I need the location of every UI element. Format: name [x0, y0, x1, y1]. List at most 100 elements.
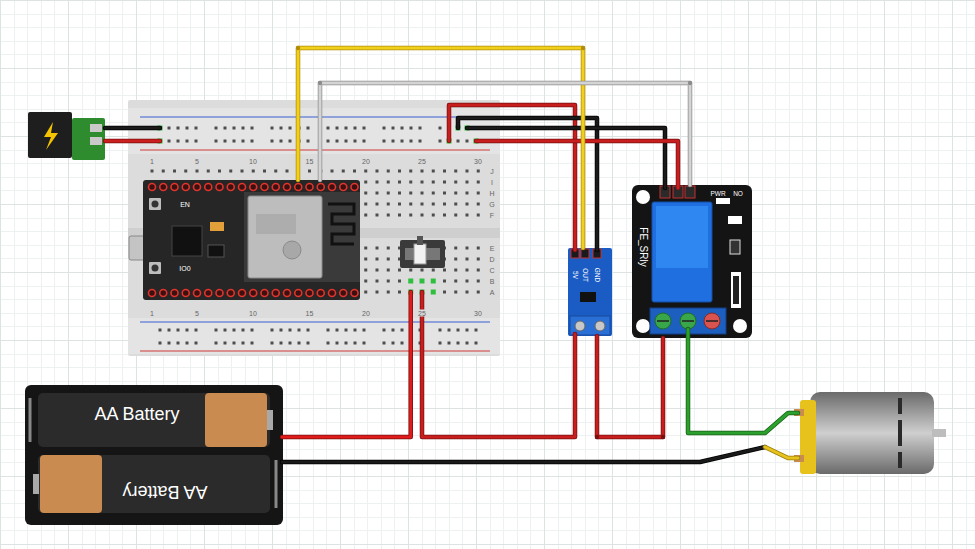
hole	[345, 329, 348, 332]
pin	[182, 290, 189, 297]
row-letter: C	[488, 267, 495, 274]
hole	[477, 192, 480, 195]
hole	[280, 329, 283, 332]
wire-outline	[105, 126, 160, 131]
hole	[251, 127, 254, 130]
hole	[477, 214, 480, 217]
hole	[443, 181, 446, 184]
hole	[336, 127, 339, 130]
hole	[364, 247, 367, 250]
hole	[363, 329, 366, 332]
hole	[392, 342, 395, 345]
hole	[162, 170, 165, 173]
battery-nub	[267, 410, 273, 430]
hole	[289, 127, 292, 130]
hole	[466, 269, 469, 272]
breadboard	[128, 100, 500, 356]
hole	[421, 214, 424, 217]
hole	[409, 181, 412, 184]
hole	[242, 127, 245, 130]
hole	[195, 329, 198, 332]
hole	[336, 329, 339, 332]
header-pin	[685, 186, 695, 198]
pin	[295, 290, 302, 297]
wire-outline	[688, 329, 798, 433]
hole	[443, 269, 446, 272]
battery-holder	[25, 385, 283, 525]
hole	[177, 342, 180, 345]
pin-label: OUT	[582, 268, 589, 282]
hole	[186, 329, 189, 332]
chip	[172, 226, 202, 256]
dc-jack-pad	[90, 137, 102, 145]
hole	[233, 140, 236, 143]
hole	[251, 140, 254, 143]
relay-body	[652, 202, 712, 302]
hole	[477, 269, 480, 272]
hole	[466, 214, 469, 217]
wire-core	[467, 128, 665, 188]
hole	[401, 140, 404, 143]
hole	[177, 329, 180, 332]
rail-line-red	[140, 150, 490, 151]
hole	[307, 140, 310, 143]
bend-point	[595, 435, 599, 439]
hole	[410, 127, 413, 130]
wire-outline	[298, 48, 583, 248]
row-letter: G	[488, 201, 495, 208]
pin	[171, 290, 178, 297]
wire-outline	[282, 292, 411, 437]
hole	[432, 203, 435, 206]
battery-nub	[33, 474, 39, 494]
hole	[307, 127, 310, 130]
hole	[432, 192, 435, 195]
pin-label: 5V	[572, 271, 579, 279]
hole	[421, 280, 424, 283]
hole	[432, 181, 435, 184]
wire	[458, 118, 597, 250]
hole	[466, 192, 469, 195]
pin	[239, 290, 246, 297]
hole	[443, 203, 446, 206]
hole	[398, 192, 401, 195]
hole	[327, 329, 330, 332]
hole	[477, 181, 480, 184]
hole	[383, 127, 386, 130]
hole	[280, 127, 283, 130]
hole	[421, 203, 424, 206]
hole	[477, 280, 480, 283]
transistor	[730, 240, 740, 254]
row-letter: H	[488, 190, 495, 197]
pin	[317, 184, 324, 191]
hole	[376, 280, 379, 283]
wire-outline	[765, 447, 798, 458]
hole	[387, 247, 390, 250]
hole	[184, 170, 187, 173]
hole	[454, 170, 457, 173]
hole	[376, 214, 379, 217]
bend-point	[581, 46, 585, 50]
hole	[354, 140, 357, 143]
hole	[376, 203, 379, 206]
pin	[272, 290, 279, 297]
rail-line-red	[140, 351, 490, 352]
wire-core	[105, 127, 160, 130]
battery-cell: AA Battery	[38, 393, 270, 447]
wire	[467, 128, 665, 188]
row-letter: F	[489, 212, 495, 219]
dc-jack-pcb	[72, 118, 105, 160]
wire-outline	[422, 292, 575, 437]
capacitor	[210, 222, 224, 231]
wire-connector	[296, 46, 585, 248]
column-number: 1	[149, 310, 155, 317]
pin	[329, 290, 336, 297]
switch-lever	[417, 236, 423, 245]
relay-top	[656, 206, 708, 268]
hole	[409, 280, 412, 283]
sensor-module: 5VOUTGND	[568, 248, 612, 336]
hole	[342, 170, 345, 173]
wroom-module	[244, 192, 360, 282]
hole	[383, 329, 386, 332]
